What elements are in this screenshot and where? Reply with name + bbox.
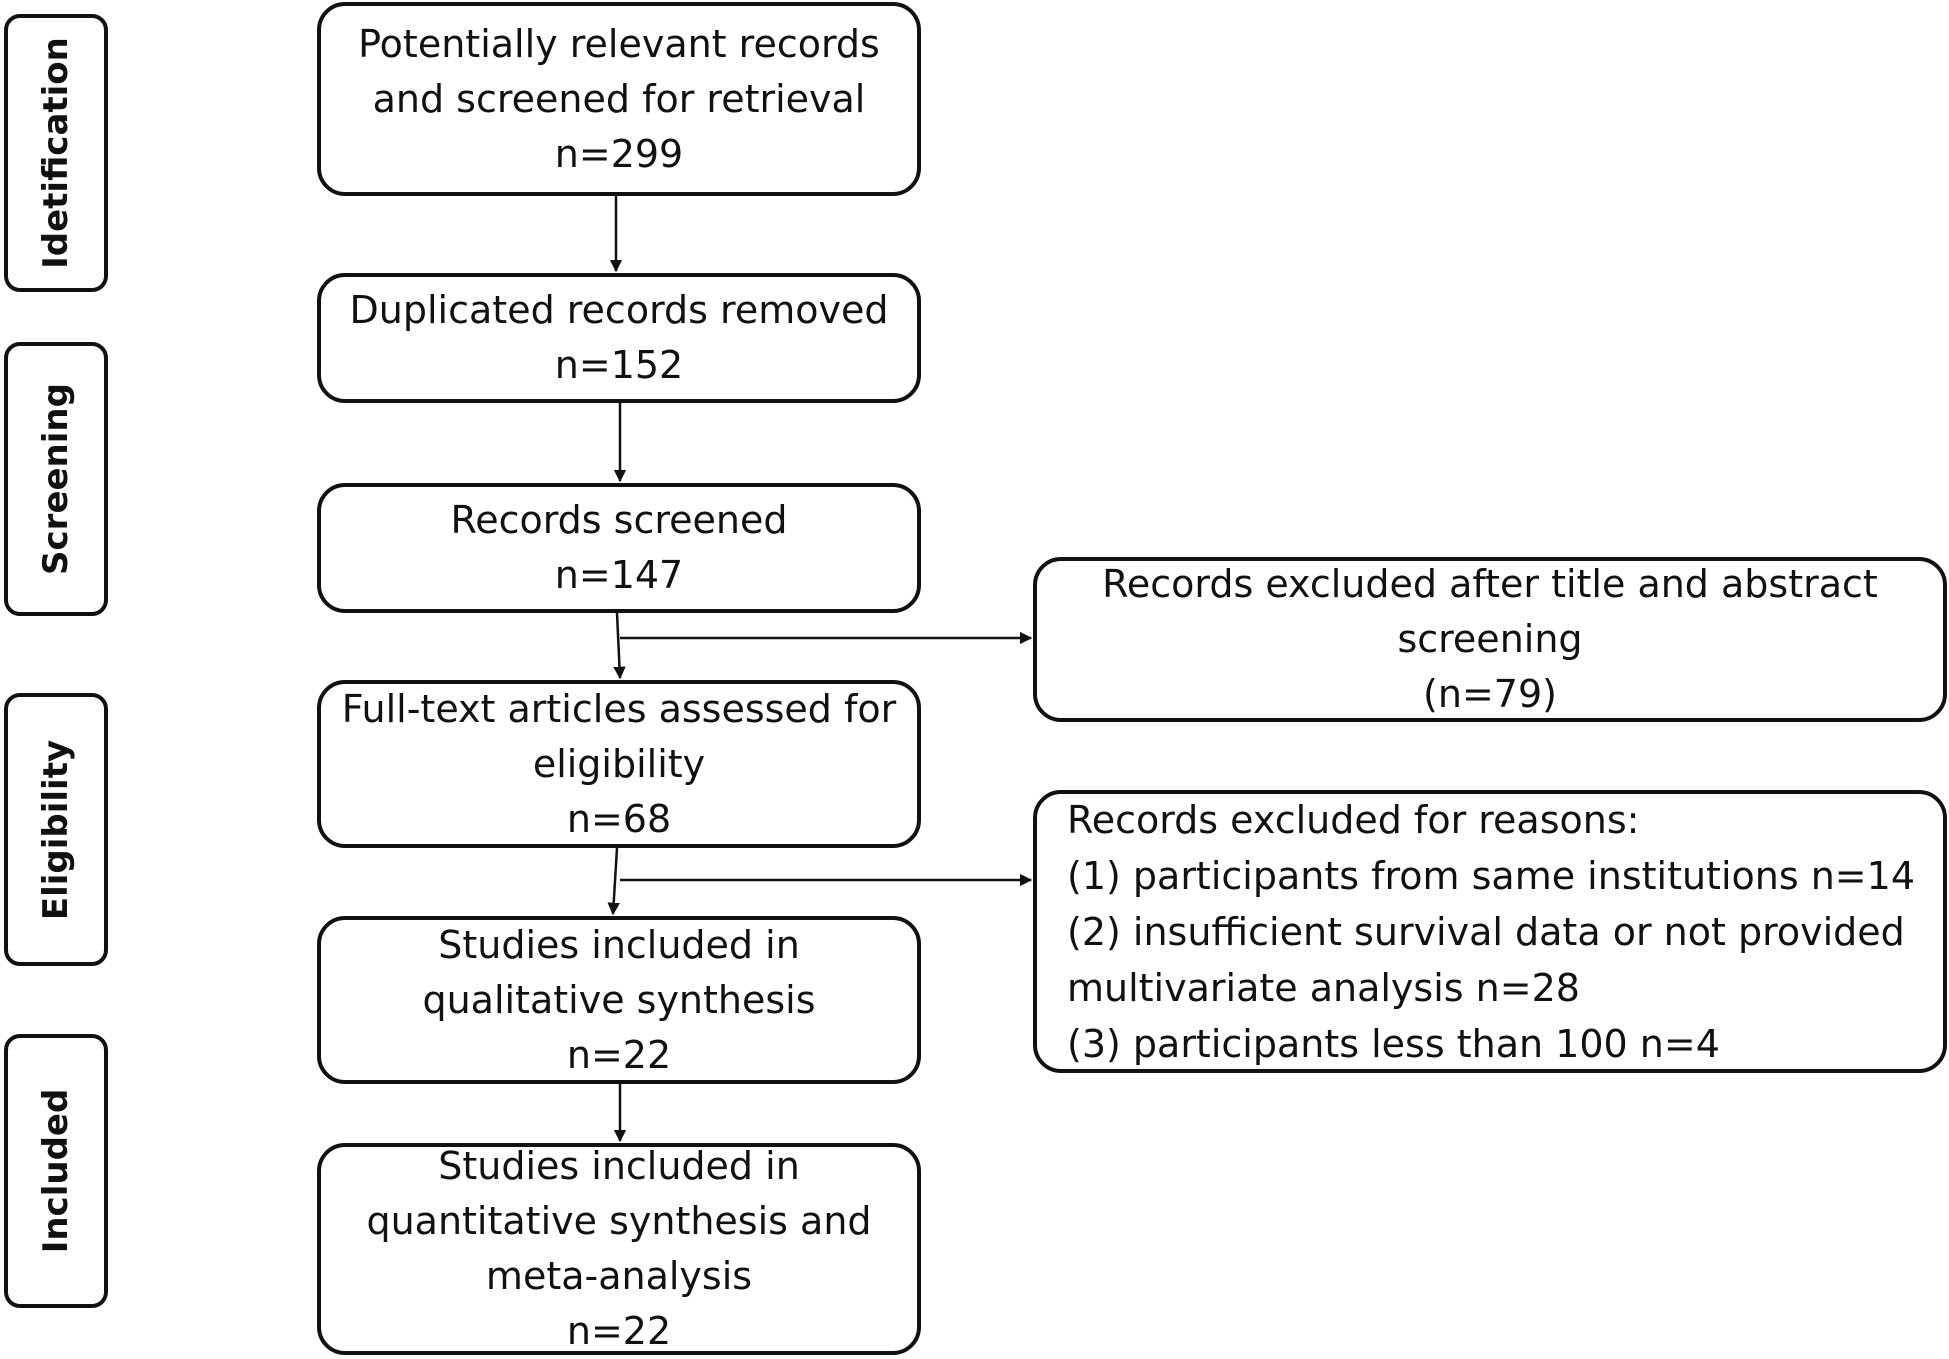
- identified-line-1: Potentially relevant records: [358, 21, 880, 66]
- excluded-reason-2-cont: multivariate analysis n=28: [1067, 965, 1580, 1010]
- quantitative-line-3: meta-analysis: [485, 1254, 753, 1298]
- fulltext-line-1: Full-text articles assessed for: [341, 686, 897, 731]
- fulltext-count: n=68: [566, 796, 672, 841]
- duplicates-count: n=152: [554, 343, 684, 387]
- excluded-reasons-heading: Records excluded for reasons:: [1067, 797, 1640, 842]
- qualitative-count: n=22: [566, 1032, 672, 1077]
- quantitative-count: n=22: [566, 1309, 672, 1353]
- quantitative-line-1: Studies included in: [438, 1144, 800, 1188]
- excluded-title-line-1: Records excluded after title and abstrac…: [1102, 562, 1878, 606]
- excluded-title-abstract-box: Records excluded after title and abstrac…: [1033, 557, 1947, 722]
- excluded-reasons-box: Records excluded for reasons: (1) partic…: [1033, 790, 1947, 1073]
- excluded-title-count: (n=79): [1423, 672, 1557, 716]
- identified-count: n=299: [554, 131, 684, 176]
- fulltext-assessed-box: Full-text articles assessed for eligibil…: [317, 680, 921, 848]
- qualitative-line-2: qualitative synthesis: [422, 977, 816, 1022]
- stage-eligibility: Eligibility: [4, 693, 108, 966]
- screened-line-1: Records screened: [450, 498, 788, 542]
- qualitative-synthesis-box: Studies included in qualitative synthesi…: [317, 916, 921, 1084]
- duplicates-removed-box: Duplicated records removed n=152: [317, 273, 921, 403]
- quantitative-line-2: quantitative synthesis and: [366, 1199, 872, 1243]
- identified-records-box: Potentially relevant records and screene…: [317, 2, 921, 196]
- excluded-reason-2: (2) insufficient survival data or not pr…: [1067, 909, 1905, 954]
- stage-screening: Screening: [4, 342, 108, 616]
- quantitative-synthesis-box: Studies included in quantitative synthes…: [317, 1143, 921, 1355]
- arrow-screened-to-fulltext: [613, 612, 626, 680]
- screened-count: n=147: [554, 553, 684, 597]
- fulltext-line-2: eligibility: [532, 741, 706, 786]
- arrow-fulltext-to-qualitative: [607, 847, 620, 916]
- records-screened-box: Records screened n=147: [317, 483, 921, 613]
- stage-included: Included: [4, 1034, 108, 1308]
- excluded-reason-3: (3) participants less than 100 n=4: [1067, 1021, 1720, 1066]
- excluded-title-line-2: screening: [1397, 617, 1583, 661]
- identified-line-2: and screened for retrieval: [372, 76, 866, 121]
- qualitative-line-1: Studies included in: [438, 922, 800, 967]
- duplicates-line-1: Duplicated records removed: [349, 288, 889, 332]
- excluded-reason-1: (1) participants from same institutions …: [1067, 853, 1916, 898]
- stage-identification: Idetification: [4, 14, 108, 292]
